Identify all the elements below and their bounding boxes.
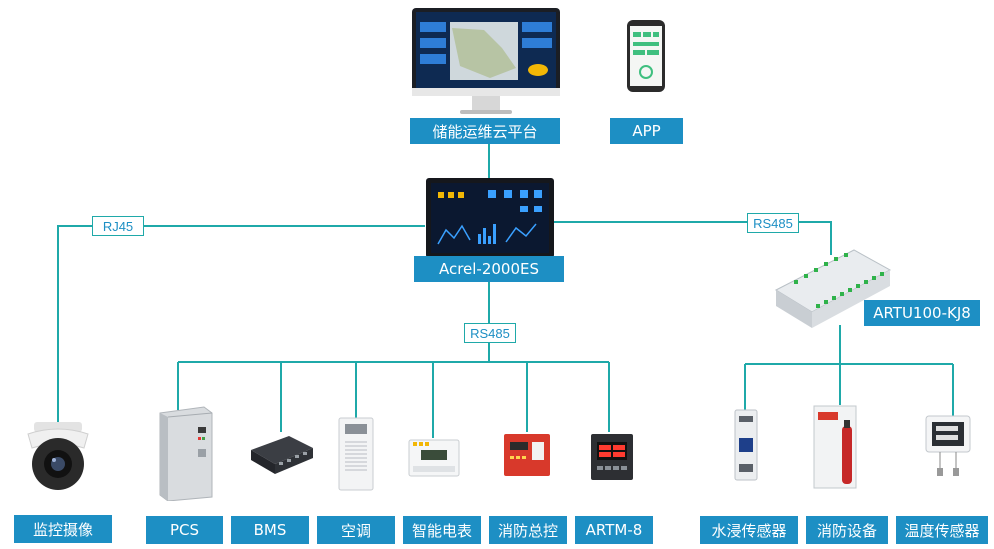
rj45-tag: RJ45 <box>92 216 144 236</box>
ac-label: 空调 <box>317 516 395 544</box>
water-sensor-icon <box>733 408 759 482</box>
water-sensor-label: 水浸传感器 <box>700 516 798 544</box>
artm-8-device-icon <box>589 432 635 482</box>
io-module-icon <box>774 244 892 330</box>
fire-equipment-label: 消防设备 <box>806 516 888 544</box>
dome-camera-icon <box>22 418 94 494</box>
pcs-cabinet-icon <box>152 405 216 502</box>
artu100-kj8-label: ARTU100-KJ8 <box>864 300 980 326</box>
fire-extinguisher-cabinet-icon <box>812 404 858 490</box>
camera-label: 监控摄像 <box>14 515 112 543</box>
bms-label: BMS <box>231 516 309 544</box>
smartphone-icon <box>627 20 665 92</box>
meter-label: 智能电表 <box>403 516 481 544</box>
acrel-2000es-label: Acrel-2000ES <box>414 256 564 282</box>
app-label: APP <box>610 118 683 144</box>
artm-8-label: ARTM-8 <box>575 516 653 544</box>
bms-unit-icon <box>249 432 315 476</box>
cloud-platform-monitor-icon <box>412 8 560 118</box>
smart-meter-icon <box>407 436 461 480</box>
pcs-label: PCS <box>146 516 223 544</box>
air-conditioner-icon <box>337 416 375 492</box>
rs485-right-tag: RS485 <box>747 213 799 233</box>
temp-sensor-label: 温度传感器 <box>896 516 988 544</box>
fire-control-panel-icon <box>502 432 552 478</box>
temperature-sensor-icon <box>924 414 972 480</box>
rs485-bottom-tag: RS485 <box>464 323 516 343</box>
fire-panel-label: 消防总控 <box>489 516 567 544</box>
acrel-panel-icon <box>426 178 554 258</box>
cloud-platform-label: 储能运维云平台 <box>410 118 560 144</box>
